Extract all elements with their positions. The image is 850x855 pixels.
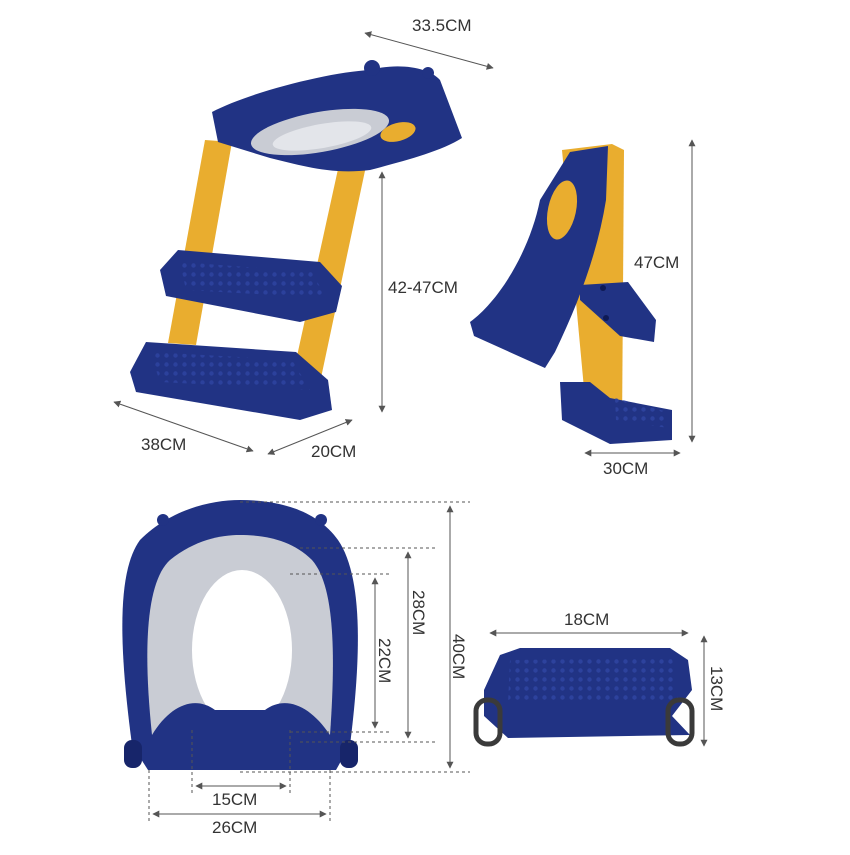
top-view-seat: [122, 500, 358, 770]
step-view: [473, 648, 695, 747]
dim-ladder-height: 42-47CM: [388, 278, 458, 297]
dim-ladder-width: 33.5CM: [412, 16, 472, 35]
dim-seat-outer-width: 26CM: [212, 818, 258, 837]
left-rail: [168, 140, 232, 345]
dim-base-width: 38CM: [141, 435, 187, 454]
side-dimension-lines: [584, 139, 696, 457]
front-view-potty-ladder: [130, 60, 462, 420]
dim-seat-hole-length: 22CM: [375, 638, 394, 684]
side-view-potty-ladder: [470, 144, 672, 444]
dim-side-depth: 30CM: [603, 459, 649, 478]
dim-side-height: 47CM: [634, 253, 680, 272]
dim-seat-inner-length: 28CM: [409, 590, 428, 636]
dim-step-width: 18CM: [564, 610, 610, 629]
dim-step-depth: 13CM: [707, 666, 726, 712]
step-dimension-lines: [489, 629, 708, 747]
dim-seat-outer-length: 40CM: [449, 634, 468, 680]
dim-base-depth: 20CM: [311, 442, 357, 461]
handle-hole: [380, 122, 416, 142]
seat-hole: [192, 570, 292, 730]
dim-seat-hole-width: 15CM: [212, 790, 258, 809]
seat-dimension-lines: [148, 501, 470, 822]
front-dimension-lines: [113, 31, 494, 455]
